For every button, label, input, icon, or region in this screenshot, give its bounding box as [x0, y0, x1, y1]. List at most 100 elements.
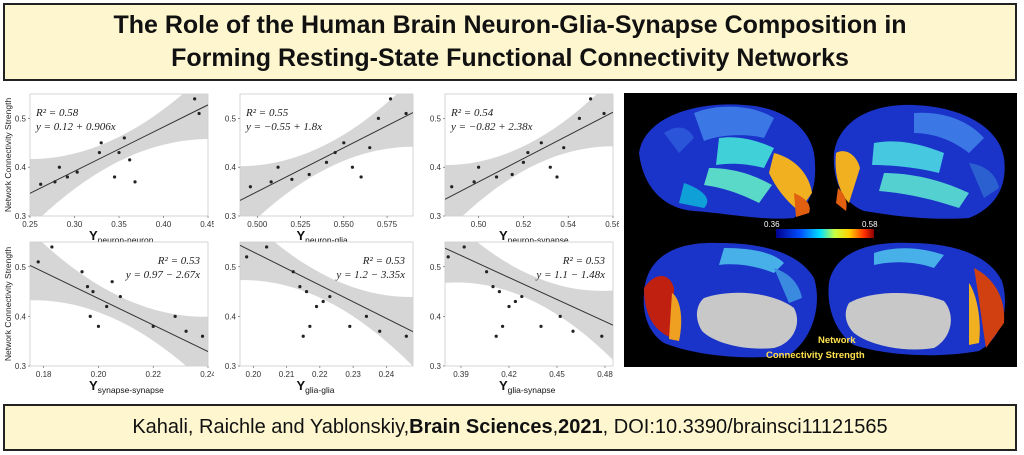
x-tick-label: 0.20 [91, 370, 107, 379]
y-tick-label: 0.4 [225, 312, 237, 321]
data-point [290, 177, 294, 181]
data-point [555, 175, 559, 179]
data-point [562, 146, 566, 150]
x-tick-label: 0.575 [377, 220, 398, 229]
data-point [133, 180, 137, 184]
x-tick-label: 0.56 [605, 220, 619, 229]
data-point [269, 180, 273, 184]
data-point [91, 290, 95, 294]
brain-caption-line-2: Connectivity Strength [766, 350, 865, 361]
data-point [128, 158, 132, 162]
title-banner: The Role of the Human Brain Neuron-Glia-… [3, 3, 1017, 81]
data-point [97, 150, 102, 155]
x-tick-label: 0.24 [379, 370, 395, 379]
x-tick-label: 0.22 [145, 370, 161, 379]
x-axis-label: Yneuron-glia [297, 228, 348, 245]
data-point [112, 175, 117, 179]
data-point [291, 270, 295, 274]
regression-equation: y = 1.2 − 3.35x [335, 269, 405, 281]
title-line-1: The Role of the Human Brain Neuron-Glia-… [113, 11, 907, 39]
y-tick-label: 0.5 [225, 114, 237, 123]
y-tick-label: 0.4 [430, 163, 442, 172]
data-point [521, 160, 525, 164]
data-point [197, 111, 201, 116]
data-point [333, 150, 337, 155]
data-point [65, 175, 69, 179]
x-tick-label: 0.48 [597, 370, 613, 379]
data-point [328, 294, 332, 299]
data-point [520, 294, 524, 299]
brain-lateral-right [833, 104, 1005, 219]
regression-equation: y = −0.82 + 2.38x [450, 121, 533, 133]
y-tick-label: 0.5 [225, 263, 237, 272]
data-point [602, 111, 606, 116]
data-point [571, 329, 575, 333]
x-tick-label: 0.24 [200, 370, 214, 379]
confidence-band [30, 242, 208, 366]
data-point [450, 185, 454, 189]
x-tick-label: 0.550 [334, 220, 355, 229]
data-point [304, 290, 309, 294]
citation-banner: Kahali, Raichle and Yablonskiy, Brain Sc… [3, 404, 1017, 451]
regression-line [240, 112, 413, 201]
r-squared-label: R² = 0.53 [562, 255, 606, 267]
x-tick-label: 0.23 [345, 370, 361, 379]
data-point [248, 185, 252, 189]
data-point [510, 172, 514, 177]
colorbar [776, 229, 874, 238]
y-tick-label: 0.5 [430, 114, 442, 123]
y-axis-label: Network Connectivity Strength [4, 247, 13, 362]
y-tick-label: 0.4 [430, 312, 442, 321]
data-point [193, 97, 197, 101]
data-point [539, 141, 543, 145]
data-point [513, 299, 517, 304]
data-point [245, 255, 249, 259]
confidence-band [240, 94, 413, 216]
data-point [600, 334, 604, 338]
confidence-band [240, 242, 413, 366]
x-tick-label: 0.40 [156, 220, 172, 229]
regression-equation: y = 1.1 − 1.48x [535, 269, 605, 281]
y-tick-label: 0.4 [15, 163, 27, 172]
data-point [314, 304, 319, 309]
data-point [53, 180, 57, 184]
y-tick-label: 0.4 [225, 163, 237, 172]
data-point [308, 324, 312, 328]
x-tick-label: 0.20 [246, 370, 262, 379]
brain-map-svg: 0.36 0.58 Network Connectivity Strength [639, 104, 1006, 361]
data-point [151, 324, 155, 328]
title-line-2: Forming Resting-State Functional Connect… [171, 44, 849, 72]
data-point [350, 165, 355, 169]
x-tick-label: 0.45 [200, 220, 214, 229]
data-point [491, 285, 495, 289]
data-point [348, 324, 352, 328]
regression-line [445, 247, 613, 326]
data-point [36, 260, 40, 264]
data-point [539, 324, 543, 328]
data-point [96, 324, 101, 328]
data-point [307, 172, 311, 177]
x-tick-label: 0.525 [291, 220, 312, 229]
r-squared-label: R² = 0.54 [450, 107, 494, 119]
y-tick-label: 0.3 [430, 212, 442, 221]
data-point [298, 285, 302, 289]
x-tick-label: 0.39 [453, 370, 469, 379]
citation-sep: , [552, 416, 559, 438]
data-point [404, 111, 408, 116]
data-point [105, 304, 109, 309]
data-point [497, 290, 501, 294]
data-point [99, 141, 103, 145]
data-point [526, 150, 530, 155]
r-squared-label: R² = 0.55 [245, 107, 289, 119]
data-point [276, 165, 280, 169]
brain-connectivity-map: 0.36 0.58 Network Connectivity Strength [624, 93, 1017, 367]
data-point [200, 334, 205, 338]
citation-doi: , DOI:10.3390/brainsci11121565 [602, 416, 888, 438]
